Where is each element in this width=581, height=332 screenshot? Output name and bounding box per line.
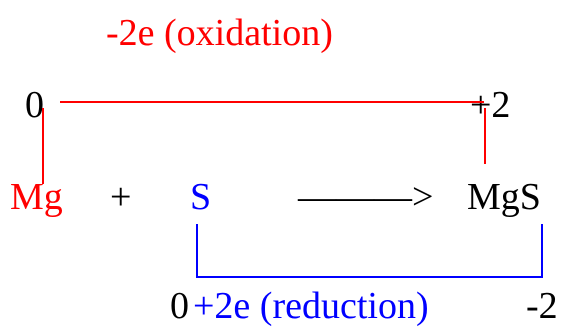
mg-oxidation-state: 0 (25, 84, 44, 126)
reduction-bracket-left-line (196, 224, 198, 278)
oxidation-label: -2e (oxidation) (106, 12, 333, 54)
oxidation-bracket-right-line (484, 108, 486, 164)
reactant-s: S (190, 176, 212, 218)
oxidation-bracket-left-line (42, 108, 44, 184)
reaction-arrow: ———> (298, 176, 434, 218)
s-oxidation-state: 0 (170, 285, 189, 327)
mgs-s-oxidation-state: -2 (526, 285, 558, 327)
reduction-label: +2e (reduction) (193, 285, 429, 327)
reduction-bracket-bottom-line (196, 276, 543, 278)
plus-sign: + (110, 176, 132, 218)
reduction-bracket-right-line (541, 224, 543, 278)
oxidation-bracket-top-line (60, 101, 484, 103)
mgs-mg-oxidation-state: +2 (470, 84, 511, 126)
product-mgs: MgS (467, 176, 541, 218)
reactant-mg: Mg (10, 176, 63, 218)
